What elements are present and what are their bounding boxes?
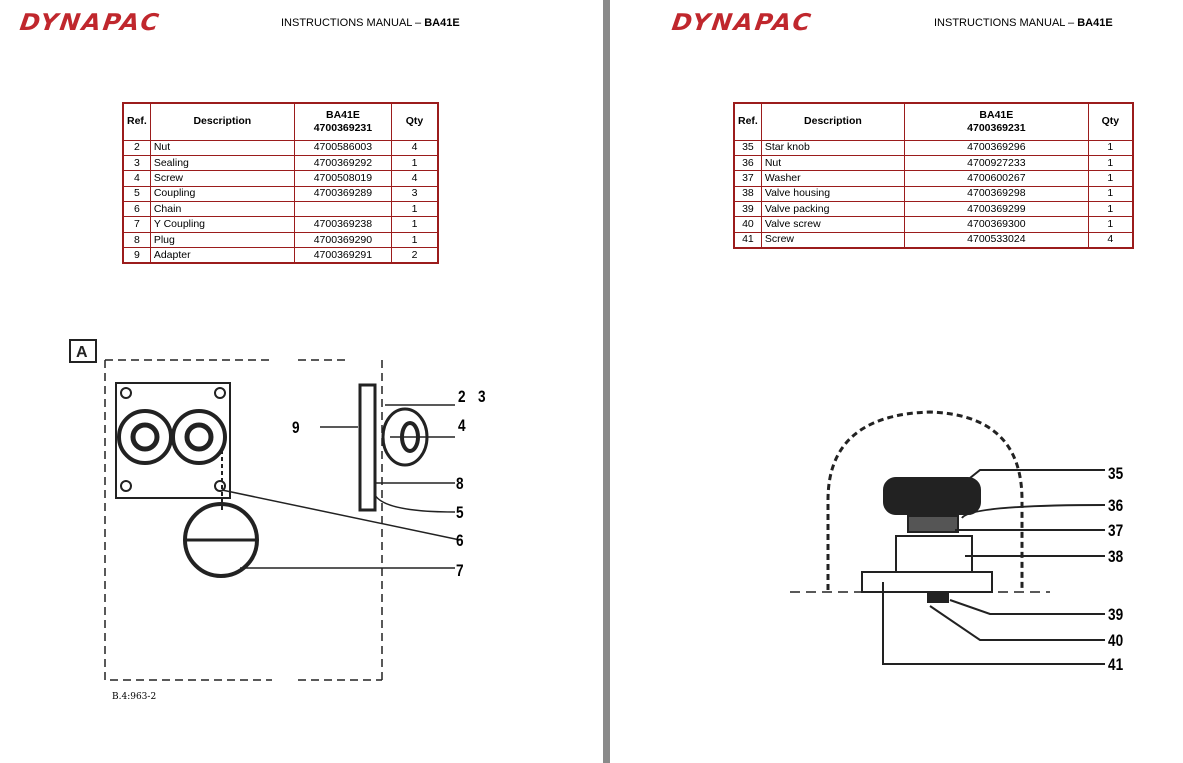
callout-4: 4 — [458, 416, 466, 435]
ref-cell: 41 — [733, 231, 762, 249]
callout-8: 8 — [456, 474, 464, 493]
col-description: Description — [760, 102, 905, 141]
ref-cell: 38 — [733, 185, 762, 203]
callout-6: 6 — [456, 531, 464, 550]
callout-41: 41 — [1108, 655, 1124, 674]
qty-cell: 4 — [1087, 231, 1134, 249]
valve-diagram — [790, 410, 1106, 665]
callout-35: 35 — [1108, 464, 1124, 483]
callout-37: 37 — [1108, 521, 1124, 540]
svg-text:A: A — [76, 344, 88, 361]
part-number-cell: 4700369290 — [293, 231, 393, 249]
callout-7: 7 — [456, 561, 464, 580]
part-number-cell: 4700927233 — [903, 154, 1089, 172]
right-page: DYNAPAC INSTRUCTIONS MANUAL – BA41E Ref.… — [610, 0, 1183, 763]
manual-title: INSTRUCTIONS MANUAL – BA41E — [281, 17, 460, 29]
part-number-cell: 4700369289 — [293, 185, 393, 203]
callout-40: 40 — [1108, 631, 1124, 650]
callout-2: 2 — [458, 387, 466, 406]
callout-38: 38 — [1108, 547, 1124, 566]
figure-caption: B.4:963-2 — [112, 692, 157, 702]
coupling-diagram: A — [69, 339, 461, 681]
callout-39: 39 — [1108, 605, 1124, 624]
col-qty: Qty — [391, 102, 439, 141]
part-number-cell: 4700533024 — [903, 231, 1089, 249]
callout-3: 3 — [478, 387, 486, 406]
callout-9: 9 — [292, 418, 300, 437]
qty-cell: 1 — [391, 231, 439, 249]
ref-cell: 39 — [733, 201, 762, 218]
callout-36: 36 — [1108, 496, 1124, 515]
description-cell: Plug — [149, 231, 295, 249]
left-page: DYNAPAC INSTRUCTIONS MANUAL – BA41E Ref.… — [0, 0, 603, 763]
manual-title: INSTRUCTIONS MANUAL – BA41E — [934, 17, 1113, 29]
part-number-cell: 4700369291 — [293, 247, 393, 264]
part-number-cell: 4700369299 — [903, 201, 1089, 218]
col-ref: Ref. — [733, 102, 762, 141]
ref-cell: 9 — [122, 247, 151, 264]
description-cell: Adapter — [149, 247, 295, 264]
ref-cell: 3 — [122, 154, 151, 172]
callout-5: 5 — [456, 503, 464, 522]
qty-cell: 2 — [391, 247, 439, 264]
description-cell: Screw — [760, 231, 905, 249]
description-cell: Star knob — [760, 139, 905, 156]
col-qty: Qty — [1087, 102, 1134, 141]
part-number-cell: 4700369292 — [293, 154, 393, 172]
